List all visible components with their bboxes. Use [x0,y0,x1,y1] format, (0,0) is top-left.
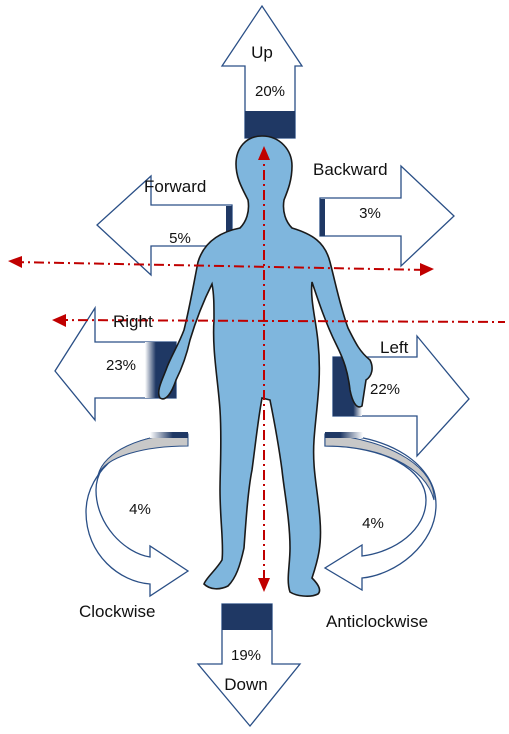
backward-arrow [320,166,454,266]
sagittal-axis-right-head [420,263,434,276]
up-value: 20% [255,83,285,100]
vertical-axis-bottom-head [258,578,270,592]
left-value: 22% [370,381,400,398]
anticlockwise-arrow [325,432,436,590]
down-value: 19% [231,647,261,664]
forward-value: 5% [169,230,191,247]
right-value: 23% [106,357,136,374]
lateral-axis-left-head [52,314,66,327]
down-label: Down [224,675,267,694]
up-arrow [222,6,302,138]
clockwise-value: 4% [129,501,151,518]
sagittal-axis-left-head [8,256,22,268]
up-label: Up [251,43,273,62]
anticlockwise-value: 4% [362,515,384,532]
down-arrow [198,604,300,726]
backward-value: 3% [359,205,381,222]
clockwise-label: Clockwise [79,602,156,621]
left-label: Left [380,338,409,357]
anticlockwise-label: Anticlockwise [326,612,428,631]
backward-label: Backward [313,160,388,179]
forward-label: Forward [144,177,206,196]
right-label: Right [113,312,153,331]
